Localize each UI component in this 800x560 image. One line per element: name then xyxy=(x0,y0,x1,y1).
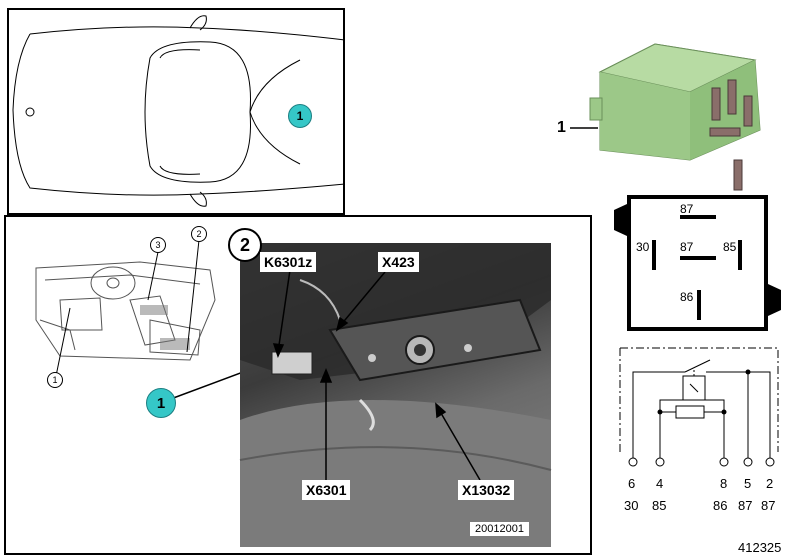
circuit-terminal-85: 85 xyxy=(652,498,667,513)
circuit-terminal-87a: 87 xyxy=(738,498,753,513)
circuit-terminal-87b: 87 xyxy=(761,498,776,513)
label-x6301: X6301 xyxy=(302,480,351,500)
circuit-pin-number-2: 2 xyxy=(766,476,774,491)
pin-87-center: 87 xyxy=(680,240,694,254)
overview-callout-1-label: 1 xyxy=(52,375,58,385)
overview-callout-3[interactable]: 3 xyxy=(150,237,166,253)
panel-number: 2 xyxy=(239,234,250,255)
circuit-terminal-30: 30 xyxy=(624,498,639,513)
label-x423: X423 xyxy=(378,252,419,272)
pin-87-top: 87 xyxy=(680,202,694,216)
car-callout-number: 1 xyxy=(296,109,304,123)
circuit-pin-number-4: 4 xyxy=(656,476,664,491)
label-x13032: X13032 xyxy=(458,480,515,500)
overview-callout-1[interactable]: 1 xyxy=(47,372,63,388)
car-callout-badge[interactable]: 1 xyxy=(288,104,312,128)
circuit-pin-number-6: 6 xyxy=(628,476,636,491)
pin-85: 85 xyxy=(723,240,737,254)
overview-callout-2-label: 2 xyxy=(196,229,202,239)
overview-callout-2[interactable]: 2 xyxy=(191,226,207,242)
circuit-terminal-86: 86 xyxy=(713,498,728,513)
main-callout-number: 1 xyxy=(156,394,166,412)
car-top-view-frame xyxy=(7,8,345,215)
panel-number-badge: 2 xyxy=(228,228,262,262)
circuit-pin-number-8: 8 xyxy=(720,476,728,491)
location-panel-frame xyxy=(4,215,592,555)
diagram-id: 412325 xyxy=(738,540,782,555)
main-callout-badge[interactable]: 1 xyxy=(146,388,176,418)
relay-part-callout: 1 xyxy=(557,119,566,136)
circuit-pin-number-5: 5 xyxy=(744,476,752,491)
label-k6301z: K6301z xyxy=(260,252,317,272)
overview-callout-3-label: 3 xyxy=(155,240,161,250)
pin-30: 30 xyxy=(636,240,650,254)
photo-code: 20012001 xyxy=(470,522,529,536)
pin-86: 86 xyxy=(680,290,694,304)
